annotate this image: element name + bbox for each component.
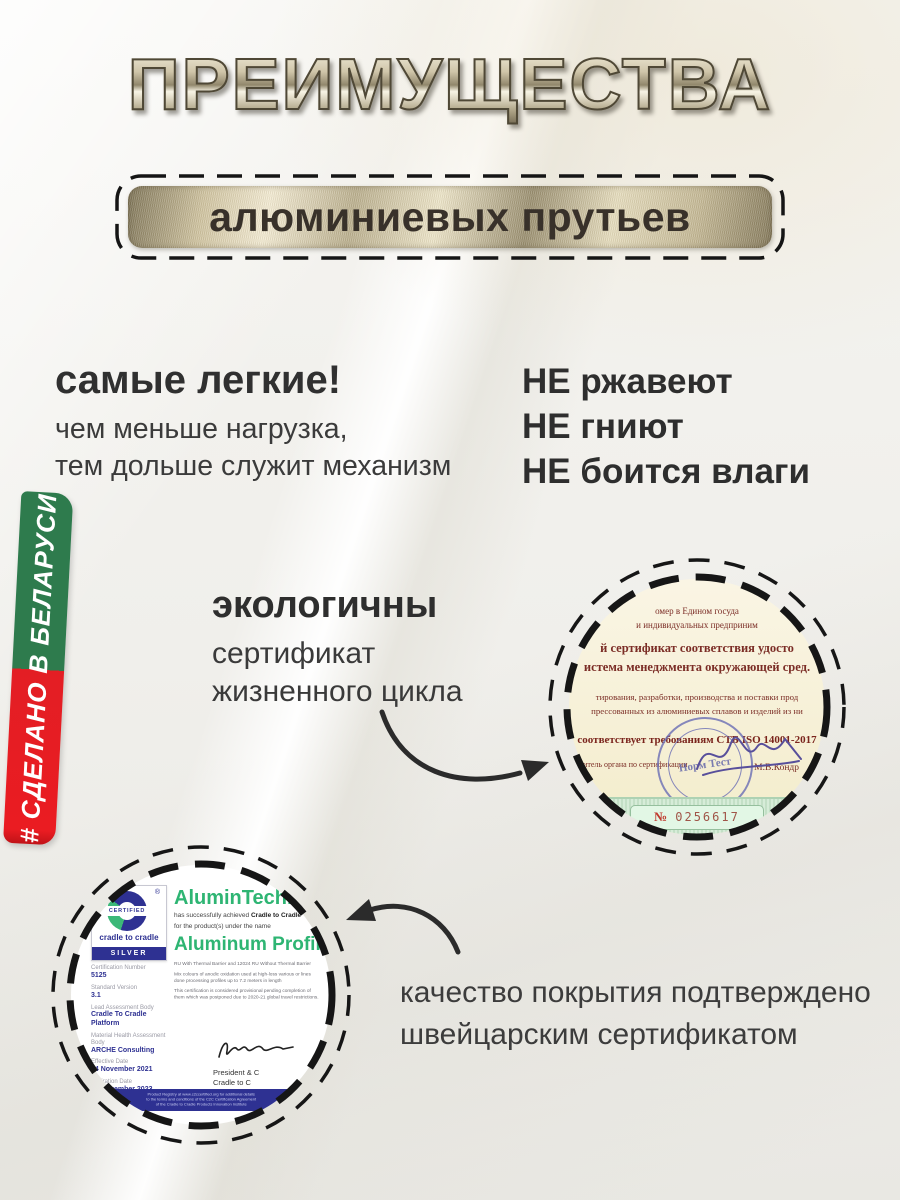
c2c-footer-line3: of the Cradle to Cradle Products Innovat… xyxy=(155,1102,247,1107)
page-title: ПРЕИМУЩЕСТВА xyxy=(0,44,900,126)
c2c-field: Certification Number 5125 xyxy=(91,965,167,980)
iso-number-strip: № 0256617 xyxy=(569,797,825,835)
c2c-achievement-line1: has successfully achieved Cradle to Crad… xyxy=(174,912,331,921)
c2c-details-line3: This certification is considered provisi… xyxy=(174,988,319,1001)
iso-number-box: № 0256617 xyxy=(630,804,764,830)
c2c-brand-label: cradle to cradle xyxy=(99,933,159,942)
c2c-field: Standard Version 3.1 xyxy=(91,985,167,1000)
c2c-details: RU With Thermal Barrier and 12024 RU Wit… xyxy=(174,961,322,1001)
quality-line1: качество покрытия подтверждено xyxy=(400,976,871,1009)
c2c-field-label: Standard Version xyxy=(91,984,138,991)
c2c-product-name: Aluminum Profiles xyxy=(174,933,331,955)
c2c-field: Lead Assessment Body Cradle To Cradle Pl… xyxy=(91,1005,167,1029)
banner-gold-plate: алюминиевых прутьев xyxy=(128,186,772,248)
arrow-to-c2c-icon xyxy=(346,899,461,955)
iso-line3: й сертификат соответствия удосто xyxy=(600,641,794,655)
c2c-achievement-bold: Cradle to Cradle xyxy=(250,912,302,919)
quality-line2: швейцарским сертификатом xyxy=(400,1018,798,1051)
feature-lightweight-line2: тем дольше служит механизм xyxy=(55,450,452,483)
c2c-achievement-line2: for the product(s) under the name xyxy=(174,922,271,930)
made-in-belarus-ribbon: # СДЕЛАНО В БЕЛАРУСИ xyxy=(3,491,74,846)
iso-certificate-photo: омер в Едином госуда и индивидуальных пр… xyxy=(569,579,825,835)
eco-line1: сертификат xyxy=(212,637,376,670)
c2c-field-value: 3.1 xyxy=(91,991,101,999)
iso-line5: тирования, разработки, производства и по… xyxy=(595,692,799,702)
c2c-field-label: Effective Date xyxy=(91,1059,129,1066)
c2c-footer-line1: Product Registry at www.c2ccertified.org… xyxy=(147,1092,255,1097)
c2c-achievement-normal: has successfully achieved xyxy=(174,912,251,919)
c2c-field-value: ARCHE Consulting xyxy=(91,1046,155,1054)
c2c-field-label: Expiration Date xyxy=(91,1079,133,1086)
c2c-level-text: SILVER xyxy=(110,950,148,957)
iso-number-value: 0256617 xyxy=(675,810,740,824)
feature-lightweight-heading: самые легкие! xyxy=(55,358,342,402)
iso-line4: истема менеджмента окружающей сред. xyxy=(583,660,811,674)
subtitle-banner: алюминиевых прутьев xyxy=(115,174,785,260)
feature-lightweight-line1: чем меньше нагрузка, xyxy=(55,413,348,445)
signature-icon xyxy=(696,736,802,776)
quality-note: качество покрытия подтверждено швейцарск… xyxy=(400,972,871,1056)
c2c-field: Effective Date 04 November 2021 xyxy=(91,1059,167,1074)
feature-no-rust-line1: НЕ ржавеют xyxy=(522,362,733,401)
c2c-logo-box: CERTIFIED ® cradle to cradle SILVER xyxy=(91,885,167,961)
c2c-footer-line2: to the terms and conditions of the C2C C… xyxy=(146,1097,256,1102)
c2c-footer-band: Product Registry at www.c2ccertified.org… xyxy=(71,1089,331,1111)
feature-no-rust: НЕ ржавеют НЕ гниют НЕ боится влаги xyxy=(522,360,810,494)
cradle-to-cradle-logo-icon: CERTIFIED xyxy=(101,891,153,931)
c2c-signature-block: President & C Cradle to C xyxy=(213,1035,299,1088)
c2c-main-column: AluminTechno has successfully achieved C… xyxy=(174,887,331,1016)
signature-icon xyxy=(218,1042,294,1058)
iso-line1: омер в Едином госуда xyxy=(655,606,739,616)
c2c-field: Material Health Assessment Body ARCHE Co… xyxy=(91,1033,167,1055)
arrow-to-iso-icon xyxy=(379,709,549,782)
registered-trademark-icon: ® xyxy=(154,889,160,896)
feature-no-rust-line3: НЕ боится влаги xyxy=(522,451,810,491)
c2c-details-line2: Mix colours of anodic oxidation used at … xyxy=(174,971,311,984)
c2c-details-line1: RU With Thermal Barrier and 12024 RU Wit… xyxy=(174,961,311,967)
c2c-field-label: Lead Assessment Body xyxy=(91,1004,154,1011)
iso-number-label: № xyxy=(654,809,668,824)
feature-lightweight: самые легкие! чем меньше нагрузка, тем д… xyxy=(55,358,451,485)
c2c-field-value: Cradle To Cradle Platform xyxy=(91,1011,147,1027)
c2c-president-line2: Cradle to C xyxy=(213,1078,251,1088)
c2c-field-value: 04 November 2021 xyxy=(91,1066,153,1074)
c2c-certificate-photo: CERTIFIED ® cradle to cradle SILVER Cert… xyxy=(71,865,331,1125)
ribbon-text: # СДЕЛАНО В БЕЛАРУСИ xyxy=(13,492,62,844)
banner-label: алюминиевых прутьев xyxy=(209,193,691,240)
c2c-president-line1: President & C xyxy=(213,1068,260,1077)
eco-heading: экологичны xyxy=(212,584,438,626)
eco-block: экологичны сертификат жизненного цикла xyxy=(212,584,463,710)
feature-no-rust-line2: НЕ гниют xyxy=(522,406,684,446)
c2c-certified-label: CERTIFIED xyxy=(108,908,146,914)
iso-line6: прессованных из алюминиевых сплавов и из… xyxy=(591,706,803,716)
c2c-field-value: 5125 xyxy=(91,971,107,979)
c2c-fields-column: Certification Number 5125 Standard Versi… xyxy=(91,965,167,1099)
c2c-field-label: Material Health Assessment Body xyxy=(91,1032,166,1046)
c2c-company-name: AluminTechno xyxy=(174,887,312,909)
c2c-field-label: Certification Number xyxy=(91,965,146,971)
c2c-level-badge: SILVER xyxy=(92,947,166,960)
eco-line2: жизненного цикла xyxy=(212,674,463,708)
banner-dashed-frame xyxy=(115,174,785,260)
iso-line2: и индивидуальных предприним xyxy=(636,620,758,630)
